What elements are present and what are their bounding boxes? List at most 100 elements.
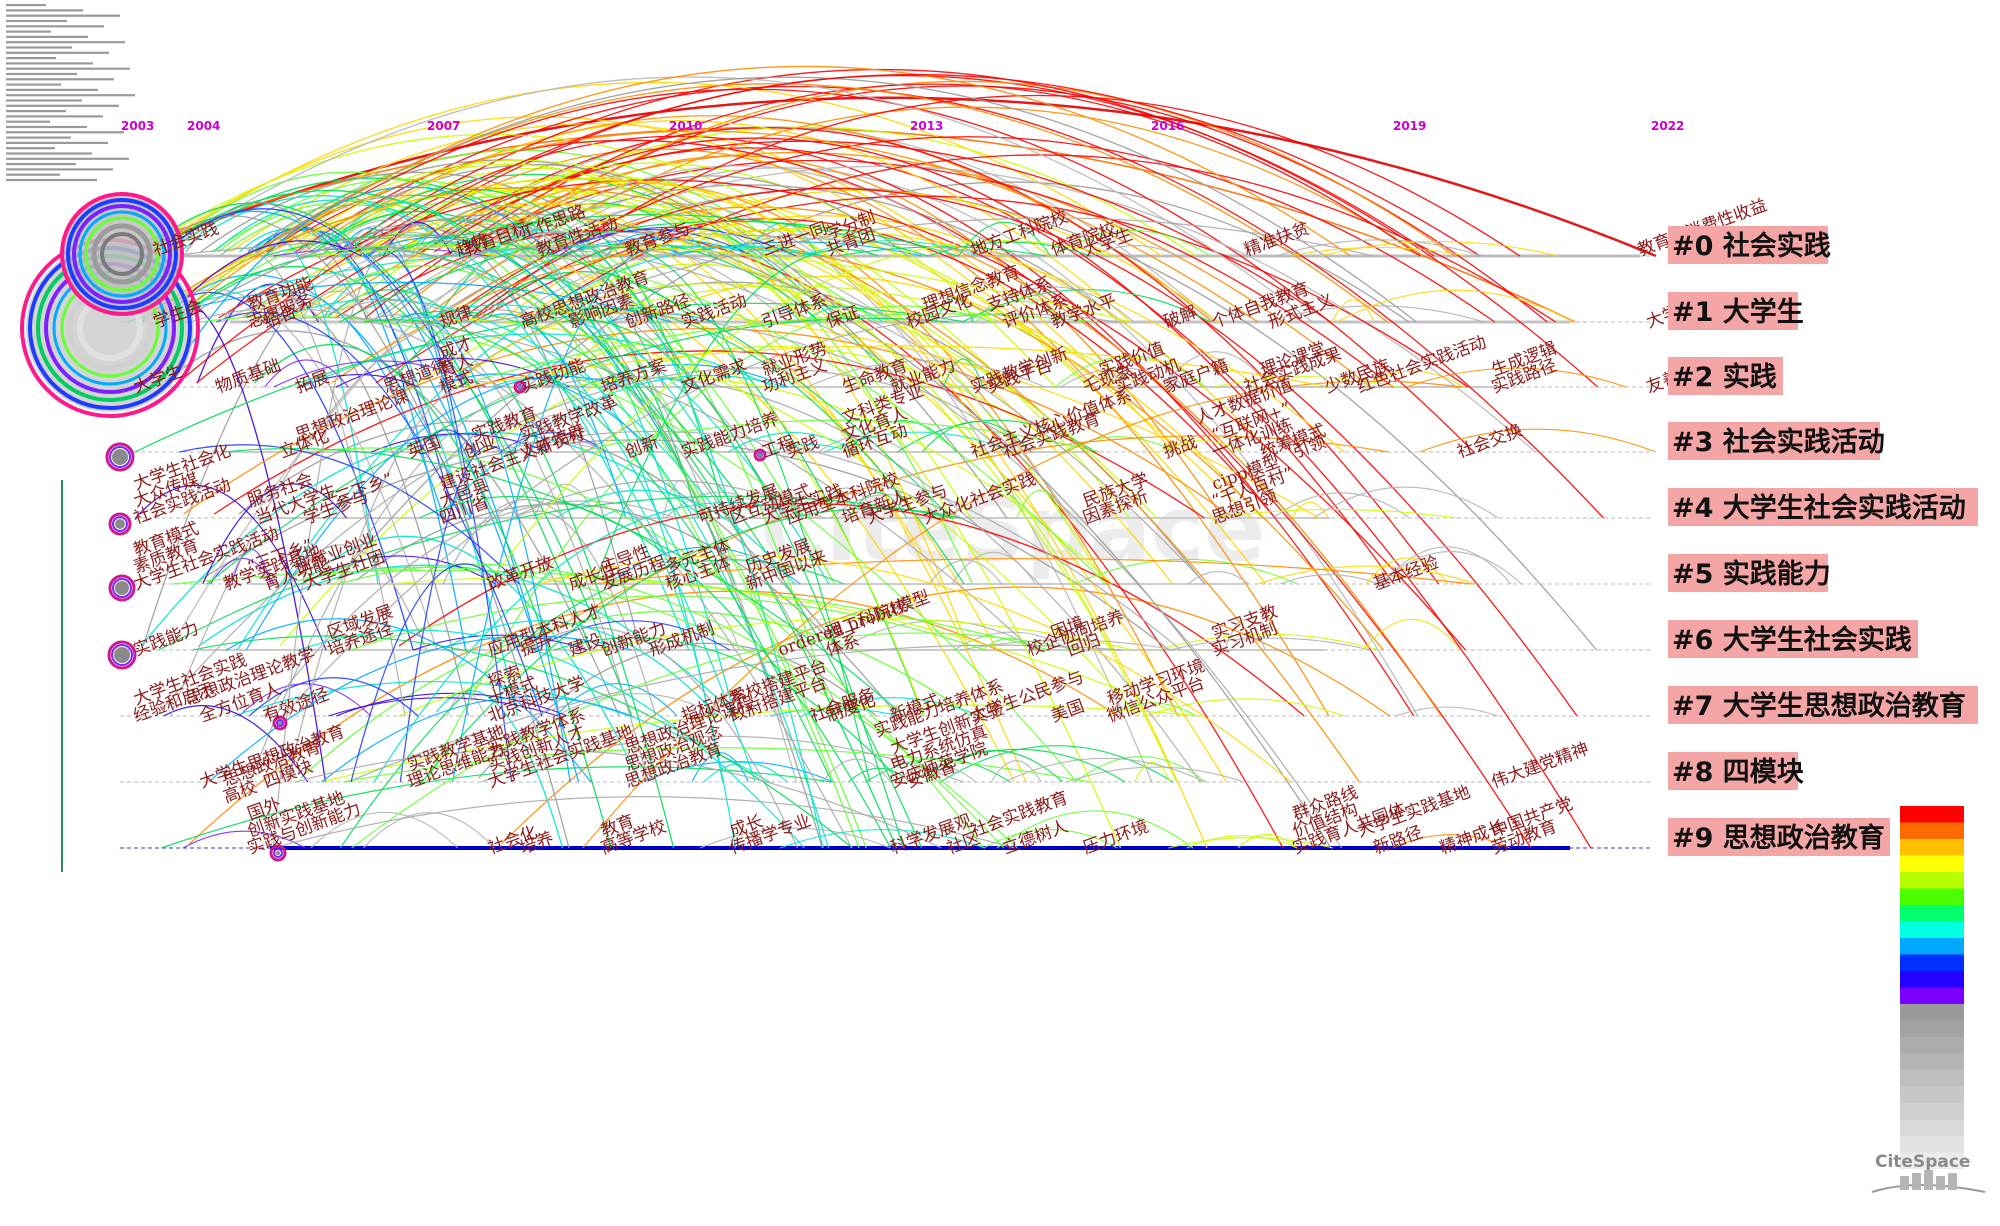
co-occurrence-arc	[397, 313, 571, 783]
co-occurrence-arc	[590, 246, 871, 783]
co-occurrence-arc	[943, 358, 984, 388]
co-occurrence-arc	[282, 313, 1118, 717]
co-occurrence-arc	[1272, 492, 1410, 519]
cluster-label-bg	[1668, 818, 1890, 856]
logo-bar	[1924, 1170, 1933, 1190]
co-occurrence-arc	[314, 210, 736, 585]
keyword-node-ring	[105, 442, 135, 472]
co-occurrence-arc	[425, 305, 993, 783]
legend-swatch	[1900, 905, 1964, 922]
keyword-node	[518, 385, 522, 389]
co-occurrence-arc	[240, 203, 1174, 585]
co-occurrence-arc	[1075, 756, 1207, 783]
cluster-label-bg	[1668, 226, 1828, 264]
co-occurrence-arc	[418, 283, 1158, 519]
co-occurrence-arc	[272, 795, 1015, 849]
co-occurrence-arc	[350, 595, 985, 651]
metadata-line	[6, 125, 87, 129]
keyword-node-ring	[513, 380, 527, 394]
legend-swatch	[1900, 954, 1964, 971]
co-occurrence-arc	[511, 414, 603, 453]
co-occurrence-arc	[210, 558, 275, 585]
co-occurrence-arc	[211, 200, 867, 849]
co-occurrence-arc	[170, 308, 548, 717]
co-occurrence-arc	[161, 766, 832, 849]
keyword-node-ring	[269, 844, 287, 862]
co-occurrence-arc	[454, 313, 1097, 388]
co-occurrence-arc	[312, 299, 469, 323]
keyword-label: 文化需求	[679, 356, 750, 398]
metadata-line	[6, 14, 120, 17]
keyword-node-ring	[753, 448, 767, 462]
co-occurrence-arc	[435, 373, 655, 453]
metadata-line	[6, 83, 61, 86]
co-occurrence-arc	[940, 745, 1174, 783]
co-occurrence-arc	[983, 829, 1118, 849]
co-occurrence-arc	[556, 693, 719, 717]
cluster-label-bg	[1668, 488, 1978, 526]
keyword-node-ring	[108, 512, 132, 536]
co-occurrence-arc	[437, 206, 1442, 717]
co-occurrence-arc	[582, 380, 1461, 849]
co-occurrence-arc	[229, 123, 1174, 453]
keyword-label: 压力环境	[1081, 817, 1152, 859]
co-occurrence-arc	[1091, 244, 1179, 257]
co-occurrence-arc	[351, 632, 1077, 849]
metadata-line	[6, 141, 108, 144]
co-occurrence-arc	[1331, 299, 1375, 323]
metadata-line	[6, 67, 130, 70]
co-occurrence-arc	[472, 94, 1521, 319]
co-occurrence-arc	[245, 375, 625, 651]
keyword-label: 实践能力	[131, 619, 202, 661]
co-occurrence-arc	[149, 96, 1657, 258]
co-occurrence-arc	[837, 246, 1046, 257]
co-occurrence-arc	[847, 420, 957, 453]
co-occurrence-arc	[306, 244, 1106, 585]
keyword-node-ring	[108, 574, 136, 602]
keyword-node-ring	[66, 198, 178, 310]
co-occurrence-arc	[1280, 574, 1379, 585]
co-occurrence-arc	[315, 244, 1132, 323]
co-occurrence-arc	[893, 764, 977, 783]
co-occurrence-arc	[347, 188, 695, 388]
keyword-node	[114, 647, 130, 663]
co-occurrence-arc	[347, 644, 1122, 783]
cluster-label: #9 思想政治教育	[1672, 822, 1885, 854]
co-occurrence-arc	[1145, 698, 1345, 717]
co-occurrence-arc	[592, 557, 1472, 585]
co-occurrence-arc	[824, 431, 1014, 453]
co-occurrence-arc	[165, 186, 555, 384]
keyword-node-ring	[72, 204, 172, 304]
legend-swatch	[1900, 888, 1964, 905]
legend-swatch	[1900, 987, 1964, 1004]
color-legend	[1900, 806, 1964, 1169]
logo-text: CiteSpace	[1875, 1152, 1970, 1172]
metadata-line	[6, 115, 103, 118]
co-occurrence-arc	[182, 830, 306, 849]
co-occurrence-arc	[334, 159, 1394, 388]
cluster-label: #0 社会实践	[1672, 230, 1831, 262]
co-occurrence-arc	[569, 376, 1113, 585]
co-occurrence-arc	[391, 318, 1140, 717]
legend-swatch	[1900, 921, 1964, 938]
co-occurrence-arc	[163, 240, 362, 323]
co-occurrence-arc	[293, 253, 1016, 783]
co-occurrence-arc	[421, 147, 1592, 849]
co-occurrence-arc	[416, 127, 1440, 585]
cluster-label: #6 大学生社会实践	[1672, 624, 1912, 656]
co-occurrence-arc	[286, 381, 503, 783]
co-occurrence-arc	[480, 735, 964, 783]
keyword-label: 思想政治理论课	[293, 386, 412, 445]
co-occurrence-arc	[578, 419, 1100, 453]
year-label: 2019	[1393, 119, 1426, 133]
co-occurrence-arc	[442, 620, 719, 717]
year-label: 2003	[121, 119, 154, 133]
keyword-node-ring	[112, 578, 132, 598]
legend-swatch	[1900, 839, 1964, 856]
co-occurrence-arc	[398, 502, 1305, 717]
metadata-line	[6, 136, 71, 139]
co-occurrence-arc	[137, 281, 672, 323]
cluster-label: #1 大学生	[1672, 296, 1804, 328]
legend-swatch	[1900, 938, 1964, 955]
keyword-node-ring	[60, 192, 184, 316]
